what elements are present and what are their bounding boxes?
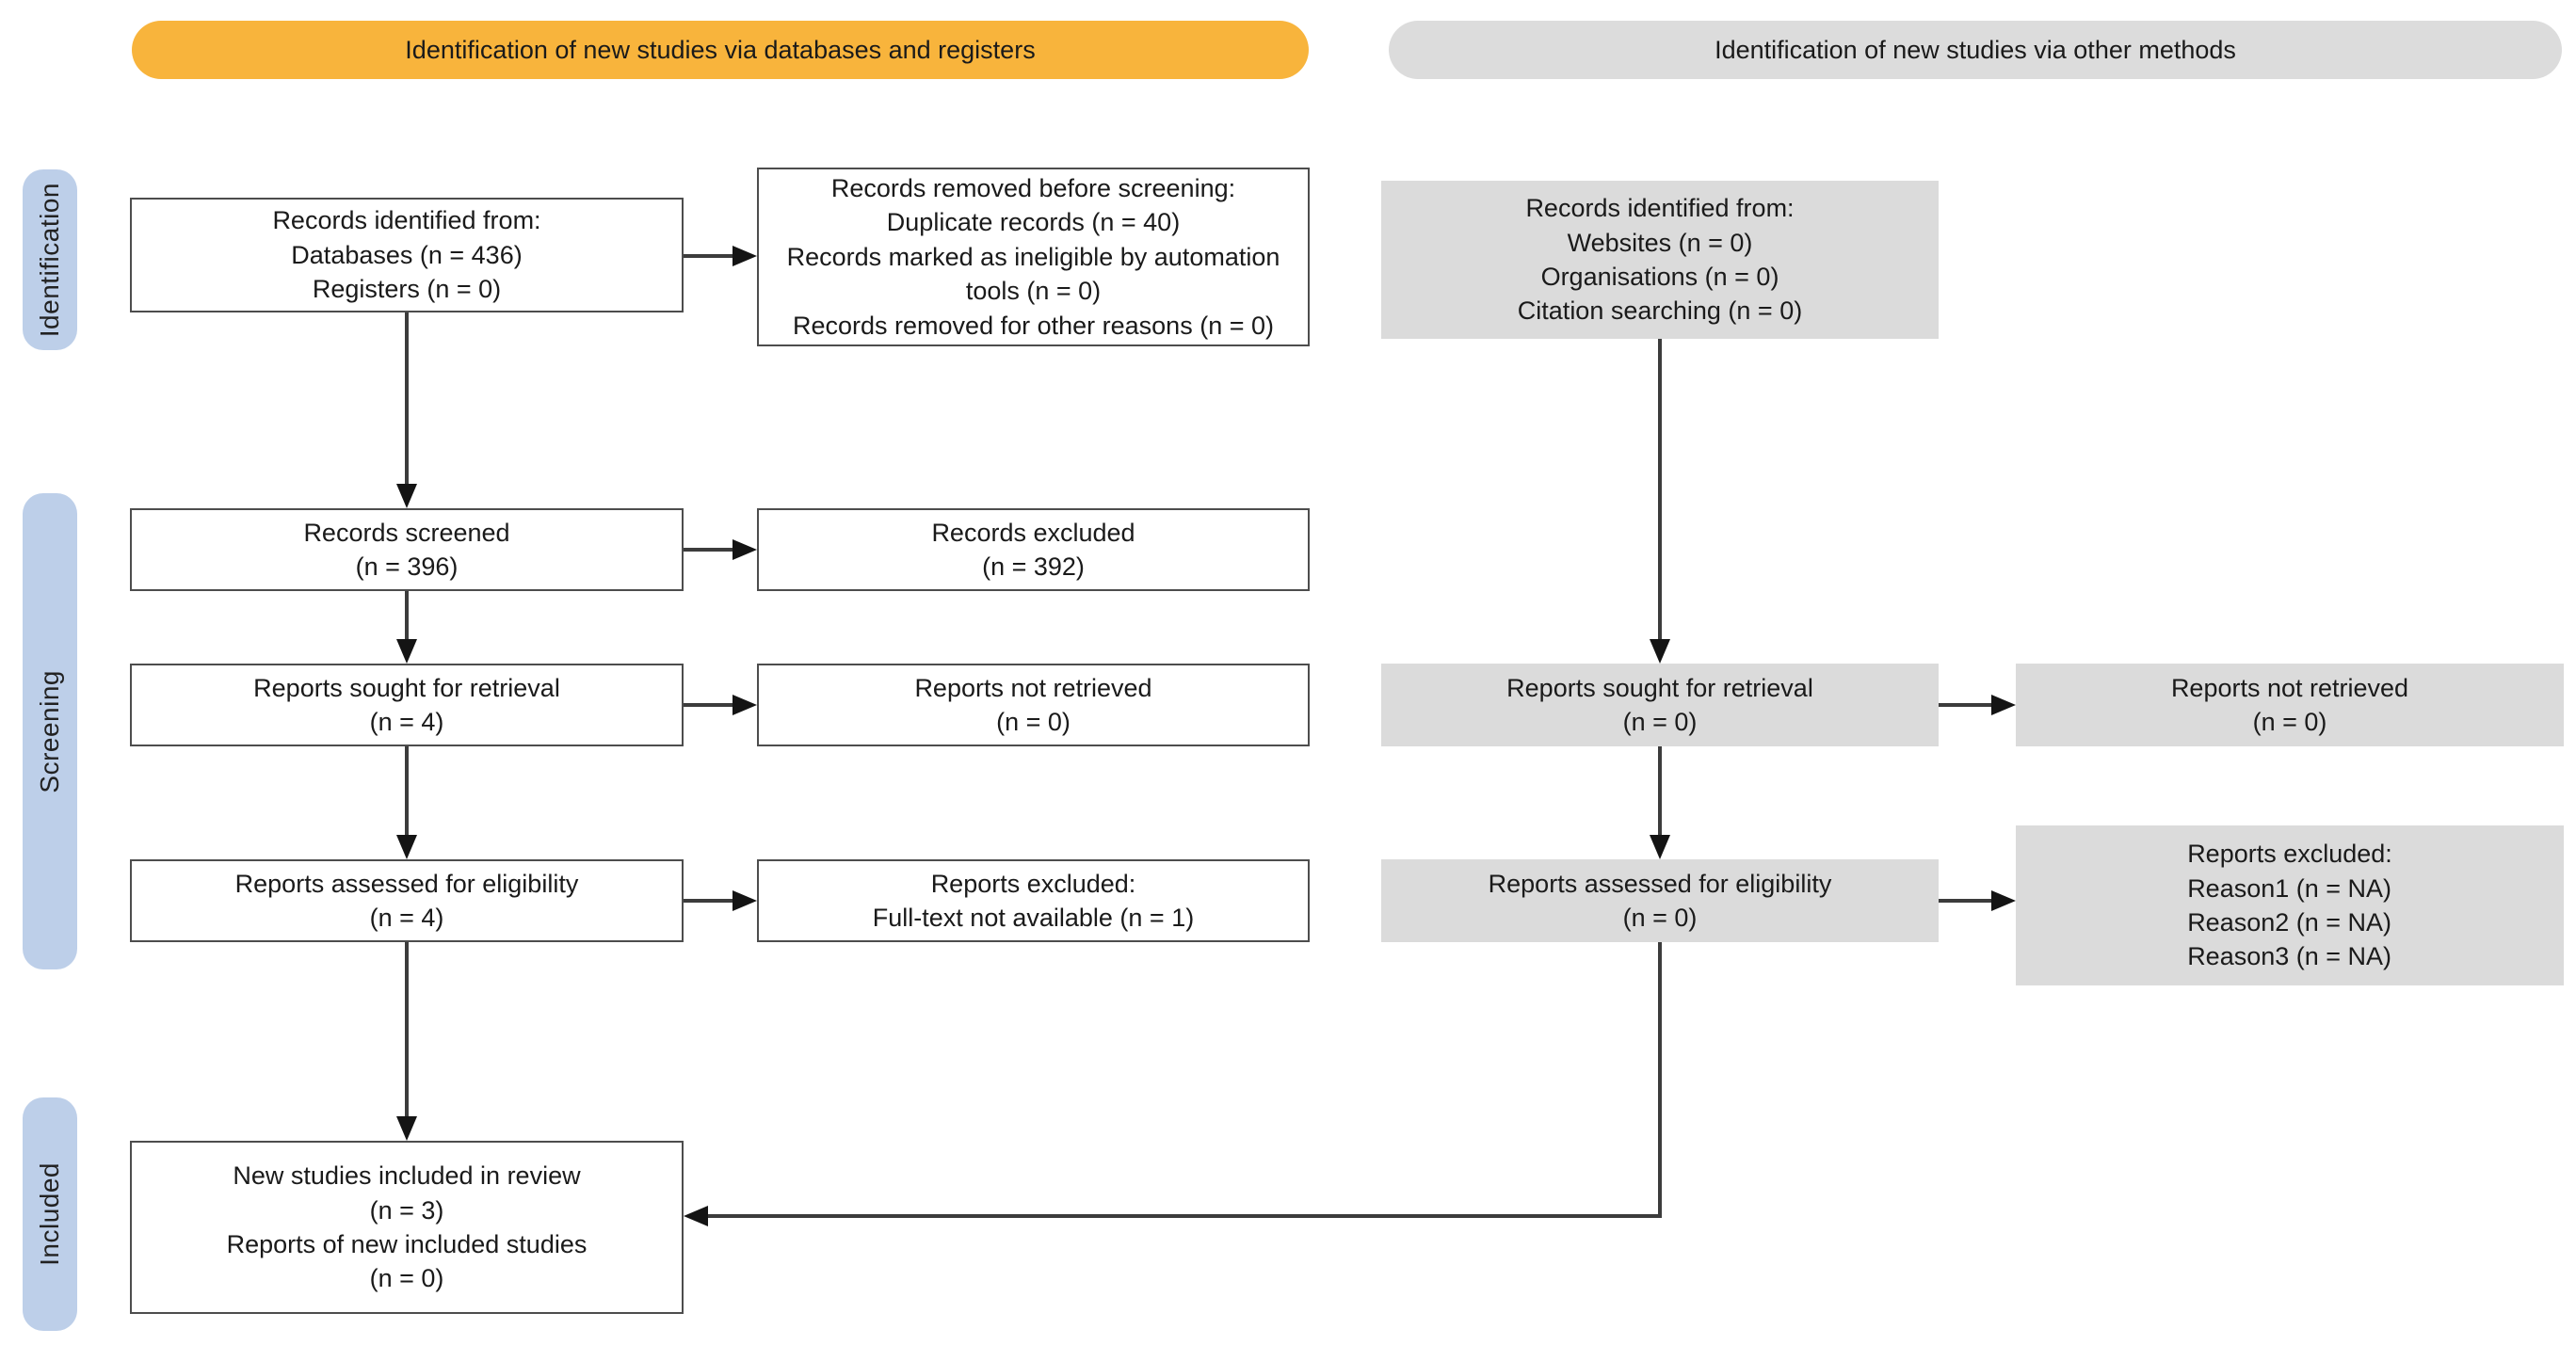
records-excluded-box: Records excluded (n = 392) bbox=[757, 508, 1310, 591]
stage-screening-label: Screening bbox=[35, 669, 64, 793]
connector-screened-to-sought-arrowhead-icon bbox=[396, 639, 417, 664]
reports-assessed-eligibility-db-box: Reports assessed for eligibility (n = 4) bbox=[130, 859, 684, 942]
header-databases-pill: Identification of new studies via databa… bbox=[132, 21, 1309, 79]
header-databases-label: Identification of new studies via databa… bbox=[405, 35, 1036, 64]
connector-sought-to-assessed-db-line bbox=[405, 746, 409, 835]
connector-assessed-to-excluded-other-line bbox=[1939, 899, 1991, 903]
records-removed-before-screening-box: Records removed before screening: Duplic… bbox=[757, 168, 1310, 346]
reports-excluded-other-box: Reports excluded: Reason1 (n = NA) Reaso… bbox=[2016, 825, 2564, 985]
reports-sought-retrieval-db-text: Reports sought for retrieval (n = 4) bbox=[253, 673, 560, 736]
records-removed-before-screening-text: Records removed before screening: Duplic… bbox=[786, 173, 1280, 340]
connector-sought-to-notretrieved-db-arrowhead-icon bbox=[733, 695, 757, 715]
connector-identified-to-removed-arrowhead-icon bbox=[733, 246, 757, 266]
connector-assessed-to-included-line bbox=[405, 942, 409, 1116]
reports-not-retrieved-other-box: Reports not retrieved (n = 0) bbox=[2016, 664, 2564, 746]
connector-screened-to-excluded-arrowhead-icon bbox=[733, 539, 757, 560]
new-studies-included-box: New studies included in review (n = 3) R… bbox=[130, 1141, 684, 1314]
connector-sought-to-notretrieved-db-line bbox=[684, 703, 733, 707]
records-screened-text: Records screened (n = 396) bbox=[303, 518, 510, 581]
records-identified-databases-box: Records identified from: Databases (n = … bbox=[130, 198, 684, 312]
connector-screened-to-sought-line bbox=[405, 591, 409, 639]
stage-identification-label: Identification bbox=[35, 182, 64, 338]
connector-sought-to-assessed-other-arrowhead-icon bbox=[1650, 835, 1670, 859]
records-screened-box: Records screened (n = 396) bbox=[130, 508, 684, 591]
header-other-methods-label: Identification of new studies via other … bbox=[1715, 35, 2236, 64]
reports-excluded-other-text: Reports excluded: Reason1 (n = NA) Reaso… bbox=[2187, 840, 2392, 971]
records-excluded-text: Records excluded (n = 392) bbox=[931, 518, 1135, 581]
connector-identified-to-screened-arrowhead-icon bbox=[396, 484, 417, 508]
stage-included-label: Included bbox=[35, 1162, 64, 1266]
stage-screening-pill: Screening bbox=[23, 493, 77, 969]
reports-sought-retrieval-other-text: Reports sought for retrieval (n = 0) bbox=[1506, 673, 1813, 736]
stage-included-pill: Included bbox=[23, 1097, 77, 1331]
connector-other-to-included-vertical-line bbox=[1658, 942, 1662, 1214]
reports-excluded-db-box: Reports excluded: Full-text not availabl… bbox=[757, 859, 1310, 942]
connector-assessed-to-included-arrowhead-icon bbox=[396, 1116, 417, 1141]
connector-assessed-to-excluded-db-arrowhead-icon bbox=[733, 890, 757, 911]
connector-identified-to-removed-line bbox=[684, 254, 733, 258]
reports-not-retrieved-other-text: Reports not retrieved (n = 0) bbox=[2170, 673, 2409, 736]
reports-assessed-eligibility-db-text: Reports assessed for eligibility (n = 4) bbox=[234, 869, 579, 932]
connector-assessed-to-excluded-db-line bbox=[684, 899, 733, 903]
connector-identified-to-screened-line bbox=[405, 312, 409, 484]
connector-other-to-included-arrowhead-icon bbox=[684, 1206, 708, 1226]
connector-sought-to-notretrieved-other-arrowhead-icon bbox=[1991, 695, 2016, 715]
connector-sought-to-assessed-db-arrowhead-icon bbox=[396, 835, 417, 859]
records-identified-other-text: Records identified from: Websites (n = 0… bbox=[1517, 194, 1803, 326]
reports-assessed-eligibility-other-box: Reports assessed for eligibility (n = 0) bbox=[1381, 859, 1939, 942]
connector-assessed-to-excluded-other-arrowhead-icon bbox=[1991, 890, 2016, 911]
new-studies-included-text: New studies included in review (n = 3) R… bbox=[226, 1161, 588, 1293]
header-other-methods-pill: Identification of new studies via other … bbox=[1389, 21, 2562, 79]
reports-not-retrieved-db-text: Reports not retrieved (n = 0) bbox=[914, 673, 1152, 736]
records-identified-databases-text: Records identified from: Databases (n = … bbox=[272, 206, 541, 304]
records-identified-other-box: Records identified from: Websites (n = 0… bbox=[1381, 181, 1939, 339]
connector-identified-to-sought-other-arrowhead-icon bbox=[1650, 639, 1670, 664]
connector-other-to-included-horizontal-line bbox=[708, 1214, 1662, 1218]
reports-sought-retrieval-other-box: Reports sought for retrieval (n = 0) bbox=[1381, 664, 1939, 746]
connector-sought-to-notretrieved-other-line bbox=[1939, 703, 1991, 707]
reports-assessed-eligibility-other-text: Reports assessed for eligibility (n = 0) bbox=[1488, 869, 1832, 932]
reports-excluded-db-text: Reports excluded: Full-text not availabl… bbox=[872, 869, 1195, 932]
connector-identified-to-sought-other-line bbox=[1658, 339, 1662, 639]
connector-sought-to-assessed-other-line bbox=[1658, 746, 1662, 835]
stage-identification-pill: Identification bbox=[23, 169, 77, 350]
reports-not-retrieved-db-box: Reports not retrieved (n = 0) bbox=[757, 664, 1310, 746]
connector-screened-to-excluded-line bbox=[684, 548, 733, 552]
reports-sought-retrieval-db-box: Reports sought for retrieval (n = 4) bbox=[130, 664, 684, 746]
